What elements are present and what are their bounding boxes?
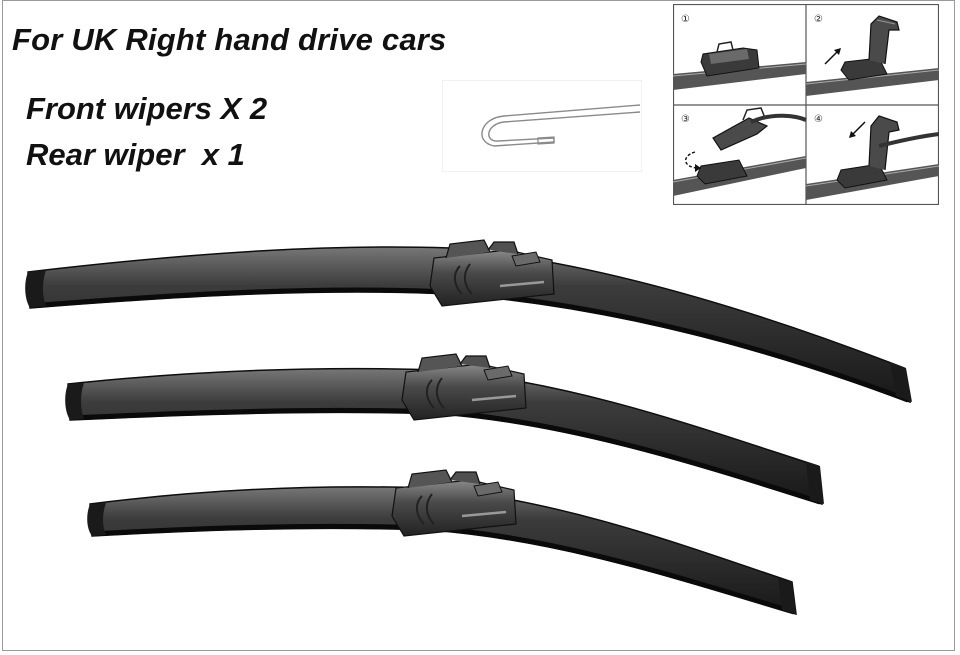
wiper-blade-3	[87, 468, 797, 616]
step-number-4: ④	[814, 114, 823, 125]
wiper-blade-1	[25, 238, 912, 404]
end-cap-right	[778, 578, 796, 614]
installation-guide: ① ② ③	[673, 4, 939, 205]
step-number-2: ②	[814, 14, 823, 25]
arrow-down-left-icon	[849, 121, 866, 138]
hook-diagram-frame	[442, 80, 642, 172]
rotate-arrow-icon	[685, 151, 701, 172]
end-cap-right	[806, 462, 824, 504]
rear-wiper-quantity: Rear wiper x 1	[26, 137, 245, 172]
step-number-3: ③	[681, 114, 690, 125]
front-wipers-quantity: Front wipers X 2	[26, 91, 268, 126]
end-cap-right	[890, 362, 912, 402]
blade-connector	[428, 238, 556, 308]
step-number-1: ①	[681, 14, 690, 25]
hook-arm-diagram	[442, 80, 642, 172]
install-step-1: ①	[673, 14, 807, 90]
install-step-4: ④	[805, 114, 939, 200]
hook-tip-outline	[537, 136, 555, 145]
headline: For UK Right hand drive cars	[12, 22, 447, 57]
blade-connector	[400, 352, 528, 422]
install-step-3: ③	[673, 107, 807, 196]
blade-connector	[390, 468, 518, 538]
arrow-up-right-icon	[824, 48, 841, 65]
wiper-blade-2	[65, 352, 824, 506]
install-step-2: ②	[805, 14, 939, 96]
end-cap-left	[65, 383, 84, 420]
end-cap-left	[25, 270, 46, 308]
end-cap-left	[87, 503, 106, 536]
